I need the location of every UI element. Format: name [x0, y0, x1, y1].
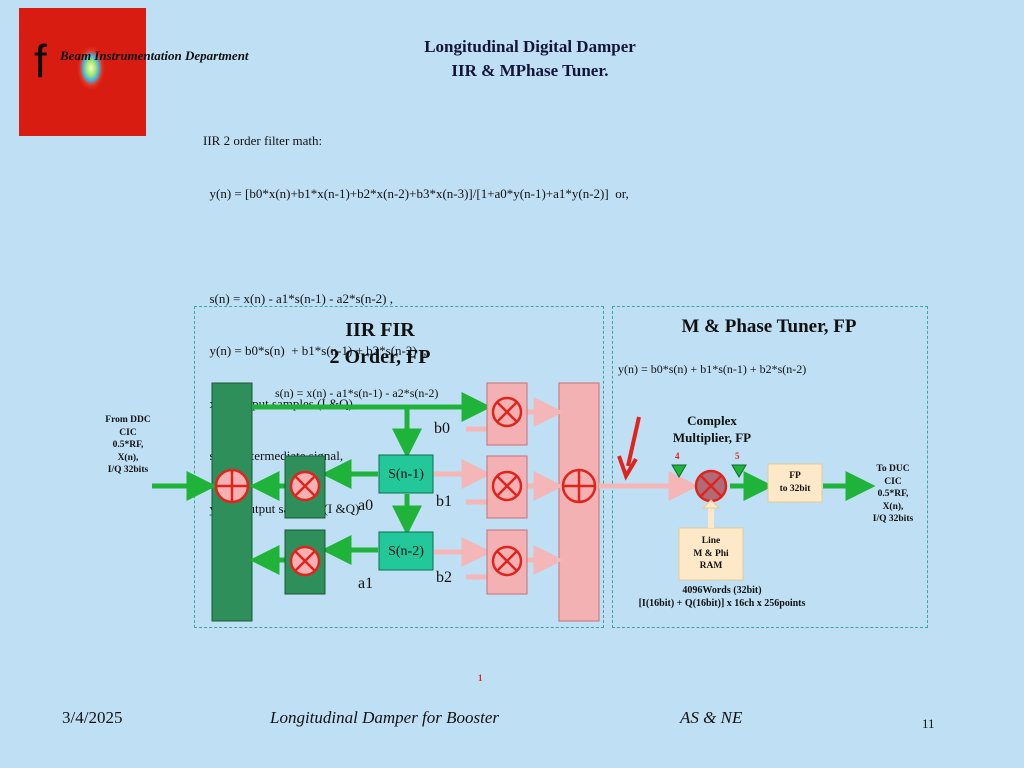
tuner-panel [612, 306, 928, 628]
delay-s1-label: S(n-1) [388, 467, 424, 482]
delay-s2-label: S(n-2) [388, 544, 424, 559]
math-line: s(n) = x(n) - a1*s(n-1) - a2*s(n-2) , [203, 290, 394, 306]
probe-marker-5 [731, 464, 747, 478]
input-line: From DDC [105, 415, 151, 425]
filter-math: IIR 2 order filter math: y(n) = [b0*x(n)… [203, 97, 629, 535]
fp-line: to 32bit [779, 483, 811, 494]
multiplier-line: Multiplier, FP [672, 430, 752, 445]
fp-line: FP [789, 471, 801, 481]
footnote-marker: 1 [478, 673, 483, 683]
output-description: To DUC CIC 0.5*RF, X(n), I/Q 32bits [860, 463, 926, 526]
ram-label: Line M & Phi RAM [679, 535, 743, 573]
footer-date: 3/4/2025 [62, 708, 123, 727]
input-description: From DDC CIC 0.5*RF, X(n), I/Q 32bits [96, 414, 160, 477]
output-line: X(n), [882, 501, 904, 512]
slide-title-line2: IIR & MPhase Tuner. [451, 61, 609, 80]
probe-marker-4 [671, 464, 687, 478]
multiplier-line: Complex [687, 413, 737, 428]
ram-line: RAM [699, 561, 723, 571]
coef-b1-label: b1 [436, 493, 452, 510]
logo-letter: f [34, 35, 47, 87]
input-line: 0.5*RF, [112, 440, 144, 450]
iir-title-line1: IIR FIR [345, 319, 415, 341]
input-line: CIC [119, 427, 137, 438]
input-line: I/Q 32bits [107, 465, 149, 475]
ram-line: Line [701, 536, 721, 546]
iir-equation: s(n) = x(n) - a1*s(n-1) - a2*s(n-2) [275, 386, 439, 400]
delay-s1-block [378, 454, 434, 494]
input-line: X(n), [117, 452, 139, 463]
fp-block [767, 463, 823, 503]
delay-s2-block [378, 531, 434, 571]
department-logo [19, 8, 146, 136]
marker-5-label: 5 [735, 451, 740, 461]
coef-a1-label: a1 [358, 575, 374, 592]
math-line: IIR 2 order filter math: [203, 133, 323, 148]
fp-label: FP to 32bit [768, 470, 822, 495]
math-line: y(n) = [b0*x(n)+b1*x(n-1)+b2*x(n-2)+b3*x… [203, 185, 629, 201]
output-line: CIC [884, 476, 902, 487]
output-line: 0.5*RF, [877, 489, 909, 499]
coef-b2-label: b2 [436, 569, 452, 586]
footer-title: Longitudinal Damper for Booster [270, 708, 500, 727]
ram-note-line: [I(16bit) + Q(16bit)] x 16ch x 256points [638, 598, 806, 609]
iir-title-line2: 2 Order, FP [329, 346, 431, 368]
page-number: 11 [922, 716, 935, 731]
ram-note-line: 4096Words (32bit) [682, 585, 762, 596]
tuner-title: M & Phase Tuner, FP [681, 316, 857, 337]
department-name: Beam Instrumentation Department [60, 48, 249, 63]
output-line: I/Q 32bits [872, 514, 914, 524]
math-line: y(n) = b0*s(n) + b1*s(n-1) + b2*s(n-2) , [203, 343, 427, 358]
ram-note: 4096Words (32bit) [I(16bit) + Q(16bit)] … [612, 584, 832, 610]
iir-panel [194, 306, 604, 628]
marker-4-label: 4 [675, 451, 680, 461]
red-pointer-arrow [626, 416, 641, 467]
footer-authors: AS & NE [680, 708, 743, 727]
complex-multiplier-label: Complex Multiplier, FP [652, 412, 772, 446]
ram-line: M & Phi [693, 548, 729, 559]
coef-a0-label: a0 [358, 497, 374, 514]
output-line: To DUC [876, 464, 910, 474]
coef-b0-label: b0 [434, 420, 450, 437]
tuner-equation: y(n) = b0*s(n) + b1*s(n-1) + b2*s(n-2) [618, 362, 807, 376]
slide-title-line1: Longitudinal Digital Damper [424, 37, 636, 56]
